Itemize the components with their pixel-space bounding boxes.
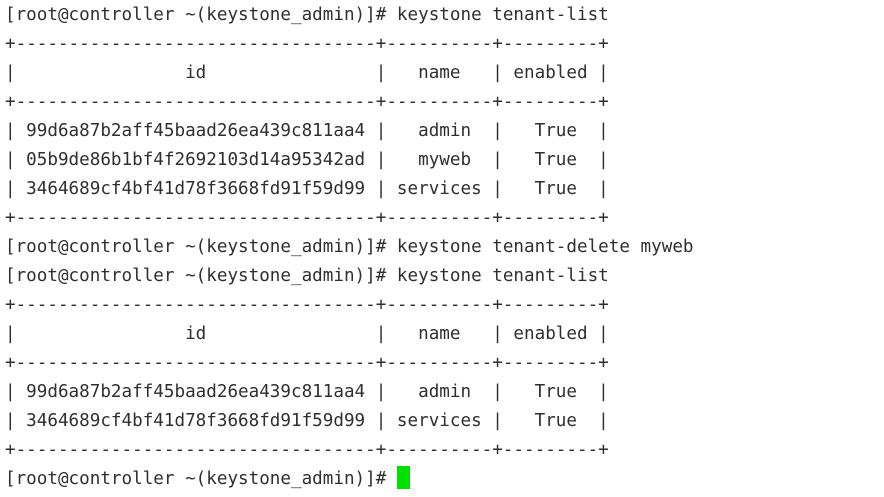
prompt-line: [root@controller ~(keystone_admin)]# key… <box>5 1 884 30</box>
prompt-line-text: [root@controller ~(keystone_admin)]# key… <box>5 5 609 25</box>
table-border-line: +----------------------------------+----… <box>5 88 884 117</box>
table-row-line-text: | 3464689cf4bf41d78f3668fd91f59d99 | ser… <box>5 179 609 199</box>
table-border-line-text: +----------------------------------+----… <box>5 34 609 54</box>
prompt-line: [root@controller ~(keystone_admin)]# key… <box>5 262 884 291</box>
prompt-line-text: [root@controller ~(keystone_admin)]# key… <box>5 266 609 286</box>
table-border-line: +----------------------------------+----… <box>5 436 884 465</box>
table-row-line: | 3464689cf4bf41d78f3668fd91f59d99 | ser… <box>5 175 884 204</box>
table-border-line-text: +----------------------------------+----… <box>5 295 609 315</box>
terminal-cursor <box>396 465 410 489</box>
prompt-line: [root@controller ~(keystone_admin)]# key… <box>5 233 884 262</box>
prompt-line-text: [root@controller ~(keystone_admin)]# key… <box>5 237 694 257</box>
table-border-line-text: +----------------------------------+----… <box>5 353 609 373</box>
table-border-line: +----------------------------------+----… <box>5 349 884 378</box>
table-row-line-text: | 3464689cf4bf41d78f3668fd91f59d99 | ser… <box>5 411 609 431</box>
table-border-line-text: +----------------------------------+----… <box>5 92 609 112</box>
prompt-line: [root@controller ~(keystone_admin)]# <box>5 465 884 494</box>
table-row-line: | 05b9de86b1bf4f2692103d14a95342ad | myw… <box>5 146 884 175</box>
table-border-line: +----------------------------------+----… <box>5 291 884 320</box>
table-border-line-text: +----------------------------------+----… <box>5 440 609 460</box>
table-row-line: | id | name | enabled | <box>5 59 884 88</box>
table-row-line-text: | 99d6a87b2aff45baad26ea439c811aa4 | adm… <box>5 121 609 141</box>
table-row-line: | 3464689cf4bf41d78f3668fd91f59d99 | ser… <box>5 407 884 436</box>
table-row-line-text: | 05b9de86b1bf4f2692103d14a95342ad | myw… <box>5 150 609 170</box>
table-row-line: | 99d6a87b2aff45baad26ea439c811aa4 | adm… <box>5 117 884 146</box>
table-row-line: | 99d6a87b2aff45baad26ea439c811aa4 | adm… <box>5 378 884 407</box>
table-row-line-text: | 99d6a87b2aff45baad26ea439c811aa4 | adm… <box>5 382 609 402</box>
prompt-line-text: [root@controller ~(keystone_admin)]# <box>5 469 397 489</box>
table-row-line-text: | id | name | enabled | <box>5 63 609 83</box>
table-row-line-text: | id | name | enabled | <box>5 324 609 344</box>
table-row-line: | id | name | enabled | <box>5 320 884 349</box>
table-border-line: +----------------------------------+----… <box>5 204 884 233</box>
table-border-line-text: +----------------------------------+----… <box>5 208 609 228</box>
table-border-line: +----------------------------------+----… <box>5 30 884 59</box>
